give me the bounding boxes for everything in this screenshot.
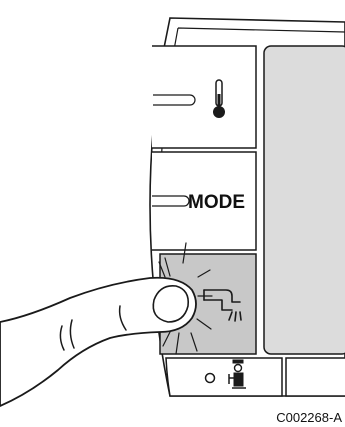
bottom-right-button[interactable] bbox=[285, 357, 345, 397]
fingernail bbox=[152, 284, 190, 323]
hot-water-tap-icon bbox=[203, 289, 242, 322]
temperature-button[interactable] bbox=[152, 45, 257, 149]
knuckle-creases bbox=[59, 305, 127, 351]
mode-button-label: MODE bbox=[188, 192, 245, 213]
pointing-finger-icon bbox=[0, 276, 197, 407]
figure-reference: C002268-A bbox=[276, 410, 342, 425]
service-button[interactable] bbox=[165, 357, 283, 397]
indicator-led-icon bbox=[204, 372, 216, 384]
mode-button-slot bbox=[152, 195, 190, 207]
press-flash-lines bbox=[158, 242, 213, 355]
chimney-sweep-icon bbox=[228, 359, 246, 389]
mode-button[interactable]: MODE bbox=[152, 151, 257, 251]
display-screen bbox=[263, 45, 345, 355]
thermometer-icon bbox=[213, 79, 225, 118]
temperature-button-slot bbox=[153, 94, 196, 106]
